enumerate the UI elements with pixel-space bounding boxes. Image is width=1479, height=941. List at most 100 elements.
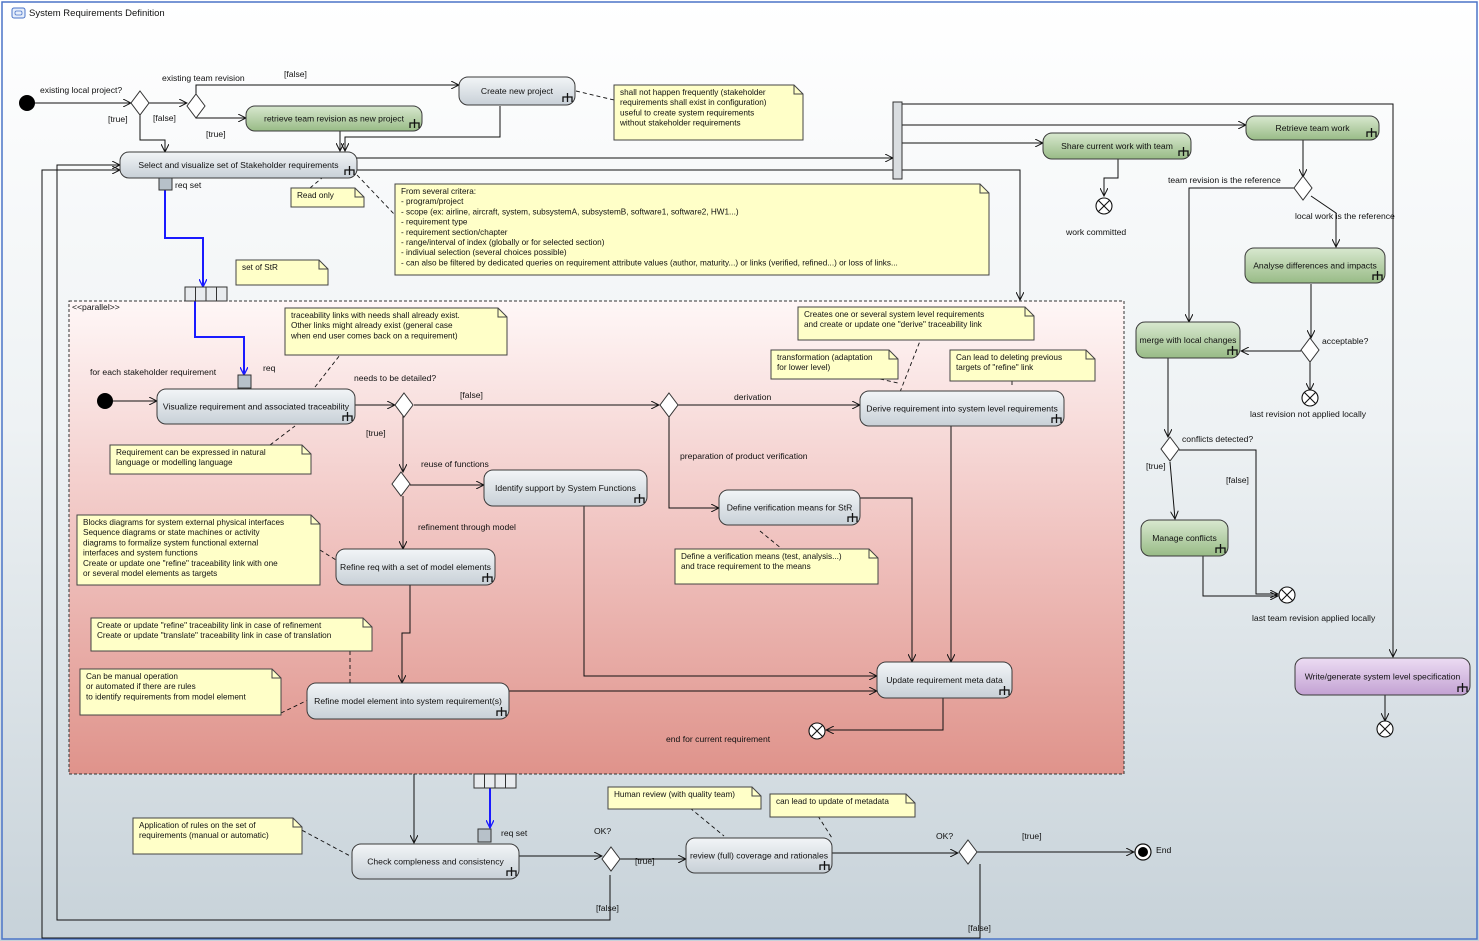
action-label: Write/generate system level specificatio… (1305, 672, 1461, 682)
action-manage-conflicts[interactable]: Manage conflicts (1140, 519, 1229, 557)
action-label: Check compleness and consistency (367, 857, 504, 867)
label-local-work-ref: local work is the reference (1295, 211, 1395, 221)
label-true-1: [true] (108, 114, 128, 124)
action-retrieve-team-work[interactable]: Retrieve team work (1245, 115, 1380, 141)
note-blocks-diagrams: Blocks diagrams for system external phys… (76, 514, 321, 586)
initial-node-region (97, 393, 113, 409)
decision-nodes (130, 90, 1320, 872)
label-true-ok-2: [true] (1022, 831, 1042, 841)
expansion-nodes (184, 286, 517, 789)
action-review-coverage[interactable]: review (full) coverage and rationales (685, 837, 833, 874)
action-retrieve-team-revision[interactable]: retrieve team revision as new project (245, 105, 423, 132)
rake-icon (1215, 544, 1226, 553)
label-acceptable: acceptable? (1322, 336, 1369, 346)
note-text: Create or update "refine" traceability l… (97, 621, 332, 640)
action-label: Select and visualize set of Stakeholder … (138, 160, 338, 170)
note-set-of-str: set of StR (235, 259, 329, 286)
action-create-new-project[interactable]: Create new project (458, 76, 576, 106)
rake-icon (999, 686, 1010, 695)
rake-icon (562, 93, 573, 102)
action-label: Share current work with team (1061, 141, 1173, 151)
rake-icon (342, 412, 353, 421)
note-connectors (269, 90, 1013, 858)
label-ok-2: OK? (936, 831, 953, 841)
note-text: can lead to update of metadata (776, 797, 889, 806)
diagram-icon (11, 7, 26, 19)
label-true-ok-1: [true] (635, 856, 655, 866)
note-human-review: Human review (with quality team) (607, 786, 762, 810)
rake-icon (409, 119, 420, 128)
action-share-work[interactable]: Share current work with team (1042, 132, 1192, 160)
note-text: Define a verification means (test, analy… (681, 552, 842, 571)
label-existing-local-project: existing local project? (40, 85, 122, 95)
action-label: Visualize requirement and associated tra… (163, 402, 350, 412)
action-define-verification[interactable]: Define verification means for StR (718, 489, 861, 526)
action-analyse-differences[interactable]: Analyse differences and impacts (1244, 247, 1386, 284)
decision-ok-2 (958, 839, 978, 865)
action-refine-model[interactable]: Refine model element into system require… (306, 682, 510, 720)
action-label: Identify support by System Functions (495, 483, 636, 493)
flow-final-not-applied (1301, 389, 1319, 407)
label-ok-1: OK? (594, 826, 611, 836)
label-for-each-req: for each stakeholder requirement (90, 367, 217, 377)
note-can-lead-update: can lead to update of metadata (769, 793, 916, 818)
rake-icon (482, 573, 493, 582)
action-identify-support[interactable]: Identify support by System Functions (483, 469, 648, 507)
action-check-completeness[interactable]: Check compleness and consistency (351, 843, 520, 880)
label-false-conflicts: [false] (1226, 475, 1249, 485)
object-flows (164, 190, 490, 828)
label-true-detailed: [true] (366, 428, 386, 438)
decision-ok-1 (601, 846, 621, 872)
action-update-meta[interactable]: Update requirement meta data (876, 661, 1013, 699)
label-end: End (1156, 845, 1172, 855)
rake-icon (1372, 271, 1383, 280)
rake-icon (496, 707, 507, 716)
action-refine-req[interactable]: Refine req with a set of model elements (335, 548, 496, 586)
action-label: review (full) coverage and rationales (690, 851, 828, 861)
action-visualize-req[interactable]: Visualize requirement and associated tra… (156, 388, 356, 425)
label-needs-detailed: needs to be detailed? (354, 373, 436, 383)
flow-final-work-committed (1095, 197, 1113, 215)
label-false-2: [false] (153, 113, 176, 123)
action-label: Update requirement meta data (886, 675, 1003, 685)
rake-icon (344, 166, 355, 175)
control-flows (35, 85, 1393, 939)
action-merge-local[interactable]: merge with local changes (1135, 321, 1241, 359)
note-text: Blocks diagrams for system external phys… (83, 518, 284, 578)
rake-icon (1051, 414, 1062, 423)
decision-needs-detailed (394, 392, 414, 418)
rake-icon (634, 494, 645, 503)
label-derivation: derivation (734, 392, 771, 402)
label-conflicts-detected: conflicts detected? (1182, 434, 1253, 444)
decision-acceptable (1300, 337, 1320, 363)
label-true-conflicts: [true] (1146, 461, 1166, 471)
action-derive-req[interactable]: Derive requirement into system level req… (859, 390, 1065, 427)
label-end-current: end for current requirement (666, 734, 771, 744)
decision-existing-team-revision (186, 93, 206, 119)
action-write-spec[interactable]: Write/generate system level specificatio… (1294, 657, 1471, 696)
action-label: Derive requirement into system level req… (866, 404, 1058, 414)
label-team-revision-ref: team revision is the reference (1168, 175, 1281, 185)
action-label: Define verification means for StR (727, 503, 853, 513)
flow-final-current-req (808, 722, 826, 740)
note-creates-one: Creates one or several system level requ… (797, 306, 1035, 341)
note-create-update-refine: Create or update "refine" traceability l… (90, 617, 373, 652)
rake-icon (506, 867, 517, 876)
note-text: Read only (297, 191, 335, 200)
diagram-title: System Requirements Definition (29, 8, 165, 19)
decision-derivation (659, 392, 679, 418)
flow-final-nodes (808, 197, 1394, 740)
label-false-1: [false] (284, 69, 307, 79)
flow-final-spec (1376, 720, 1394, 738)
activity-final-node (1134, 843, 1152, 861)
action-select-visualize[interactable]: Select and visualize set of Stakeholder … (119, 151, 358, 179)
decision-reference (1293, 175, 1313, 201)
label-existing-team-revision: existing team revision (162, 73, 245, 83)
action-label: Retrieve team work (1275, 123, 1350, 133)
decision-reuse (391, 471, 411, 497)
note-traceability-links: traceability links with needs shall alre… (284, 307, 508, 356)
